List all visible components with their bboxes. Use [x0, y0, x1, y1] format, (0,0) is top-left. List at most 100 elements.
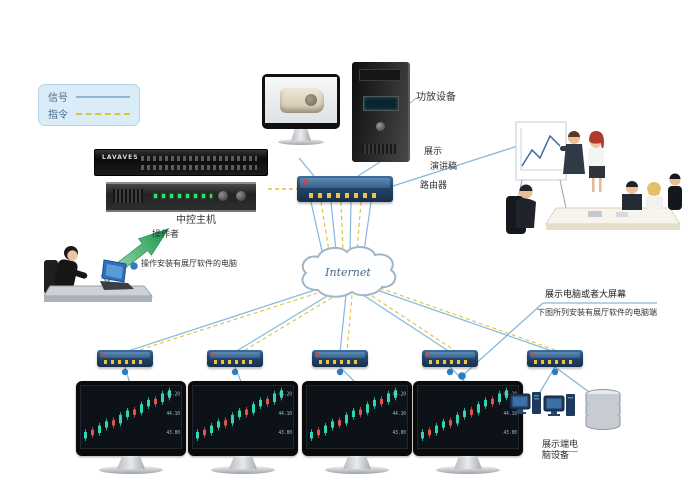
router-ports [534, 360, 573, 364]
rack-buttons-row [141, 165, 257, 170]
server-group-label: 展示端电 脑设备 [542, 440, 579, 462]
legend-signal-label: 信号 [48, 93, 68, 104]
svg-text:45.20: 45.20 [166, 391, 180, 397]
monitor-frame: 45.20 44.10 43.00 [188, 381, 298, 456]
controller-unit [106, 182, 256, 212]
amp-display [363, 96, 399, 111]
svg-text:44.10: 44.10 [166, 411, 180, 417]
internet-label: Internet [324, 266, 371, 279]
meeting-clipart [506, 121, 682, 234]
signal-line-sample [76, 95, 130, 98]
legend-signal-row: 信号 [48, 89, 130, 104]
router-ports [319, 360, 358, 364]
svg-text:44.10: 44.10 [392, 411, 406, 417]
router-led [531, 353, 534, 356]
legend-command-row: 指令 [48, 106, 130, 121]
device-lens [305, 94, 317, 106]
svg-text:45.20: 45.20 [278, 391, 292, 397]
monitor-router-line [298, 157, 315, 177]
router-ports [429, 360, 468, 364]
server-group-label-line1: 展示端电 [542, 440, 579, 452]
monitor-base [436, 466, 500, 474]
monitor-base [325, 466, 389, 474]
control-host-device: LAVAVES [94, 149, 268, 212]
router-ports [309, 193, 377, 198]
display-switch-5 [527, 350, 583, 367]
rack-knob [236, 191, 246, 201]
svg-text:43.00: 43.00 [392, 430, 406, 436]
node-dot [130, 262, 138, 270]
router-led [211, 353, 214, 356]
svg-text:45.20: 45.20 [392, 391, 406, 397]
node-dot [231, 368, 239, 376]
monitor-frame: 45.20 44.10 43.00 [302, 381, 412, 456]
router-led [303, 180, 307, 184]
amp-panel [359, 69, 401, 81]
amp-label-leader [408, 97, 417, 105]
router-top [300, 178, 390, 188]
monitor-screen [265, 77, 337, 123]
monitor-base [99, 466, 163, 474]
legend-command-label: 指令 [48, 110, 68, 121]
node-dot [458, 372, 466, 380]
operator-note-label: 操作安装有展厅软件的电脑 [141, 259, 237, 268]
router-top [425, 352, 475, 359]
svg-text:44.10: 44.10 [278, 411, 292, 417]
candlestick-chart: 45.20 44.10 43.00 [310, 387, 406, 442]
svg-text:43.00: 43.00 [503, 430, 517, 436]
node-dot [446, 368, 454, 376]
display-label: 展示 [424, 147, 443, 157]
rack-knob [218, 191, 228, 201]
monitor-frame [262, 74, 340, 129]
meeting-router-line [392, 143, 525, 187]
monitor-stand [454, 456, 482, 469]
svg-text:43.00: 43.00 [166, 430, 180, 436]
operator-label: 操作者 [152, 230, 180, 240]
candlestick-chart: 45.20 44.10 43.00 [196, 387, 292, 442]
operator-clipart [44, 246, 154, 302]
amp-knob [376, 122, 385, 131]
router-top [100, 352, 150, 359]
node-dot [551, 368, 559, 376]
monitor-screen: 45.20 44.10 43.00 [192, 385, 294, 449]
display-switch-1 [97, 350, 153, 367]
monitor-base [211, 466, 275, 474]
display-monitor-2: 45.20 44.10 43.00 [188, 381, 298, 474]
svg-text:44.10: 44.10 [503, 411, 517, 417]
monitor-base [278, 139, 324, 145]
display-monitor-3: 45.20 44.10 43.00 [302, 381, 412, 474]
router-device [297, 176, 393, 202]
display-monitor-1: 45.20 44.10 43.00 [76, 381, 186, 474]
server-group [509, 389, 621, 430]
router-top [210, 352, 260, 359]
amplifier-label: 功放设备 [416, 92, 456, 103]
router-led [316, 353, 319, 356]
node-dot [336, 368, 344, 376]
rack-brand: LAVAVES [102, 154, 139, 161]
rack-vents [113, 189, 143, 203]
router-ports [214, 360, 253, 364]
display-switch-2 [207, 350, 263, 367]
monitor-screen: 45.20 44.10 43.00 [80, 385, 182, 449]
rack-buttons-row [141, 156, 257, 161]
node-dot [121, 368, 129, 376]
display-note-title: 展示电脑或者大屏幕 [545, 290, 627, 300]
command-line-sample [76, 112, 130, 115]
rack-leds [154, 194, 212, 198]
display-note-sub: 下图所列安装有展厅软件的电脑端 [537, 308, 657, 317]
monitor-stand [291, 129, 311, 141]
monitor-stand [343, 456, 371, 469]
router-ports [104, 360, 143, 364]
router-led [426, 353, 429, 356]
svg-text:43.00: 43.00 [278, 430, 292, 436]
router-top [530, 352, 580, 359]
device-photo [280, 88, 324, 113]
matrix-switcher-unit: LAVAVES [94, 149, 268, 176]
monitor-stand [117, 456, 145, 469]
candlestick-chart: 45.20 44.10 43.00 [84, 387, 180, 442]
amplifier-device [352, 62, 410, 162]
